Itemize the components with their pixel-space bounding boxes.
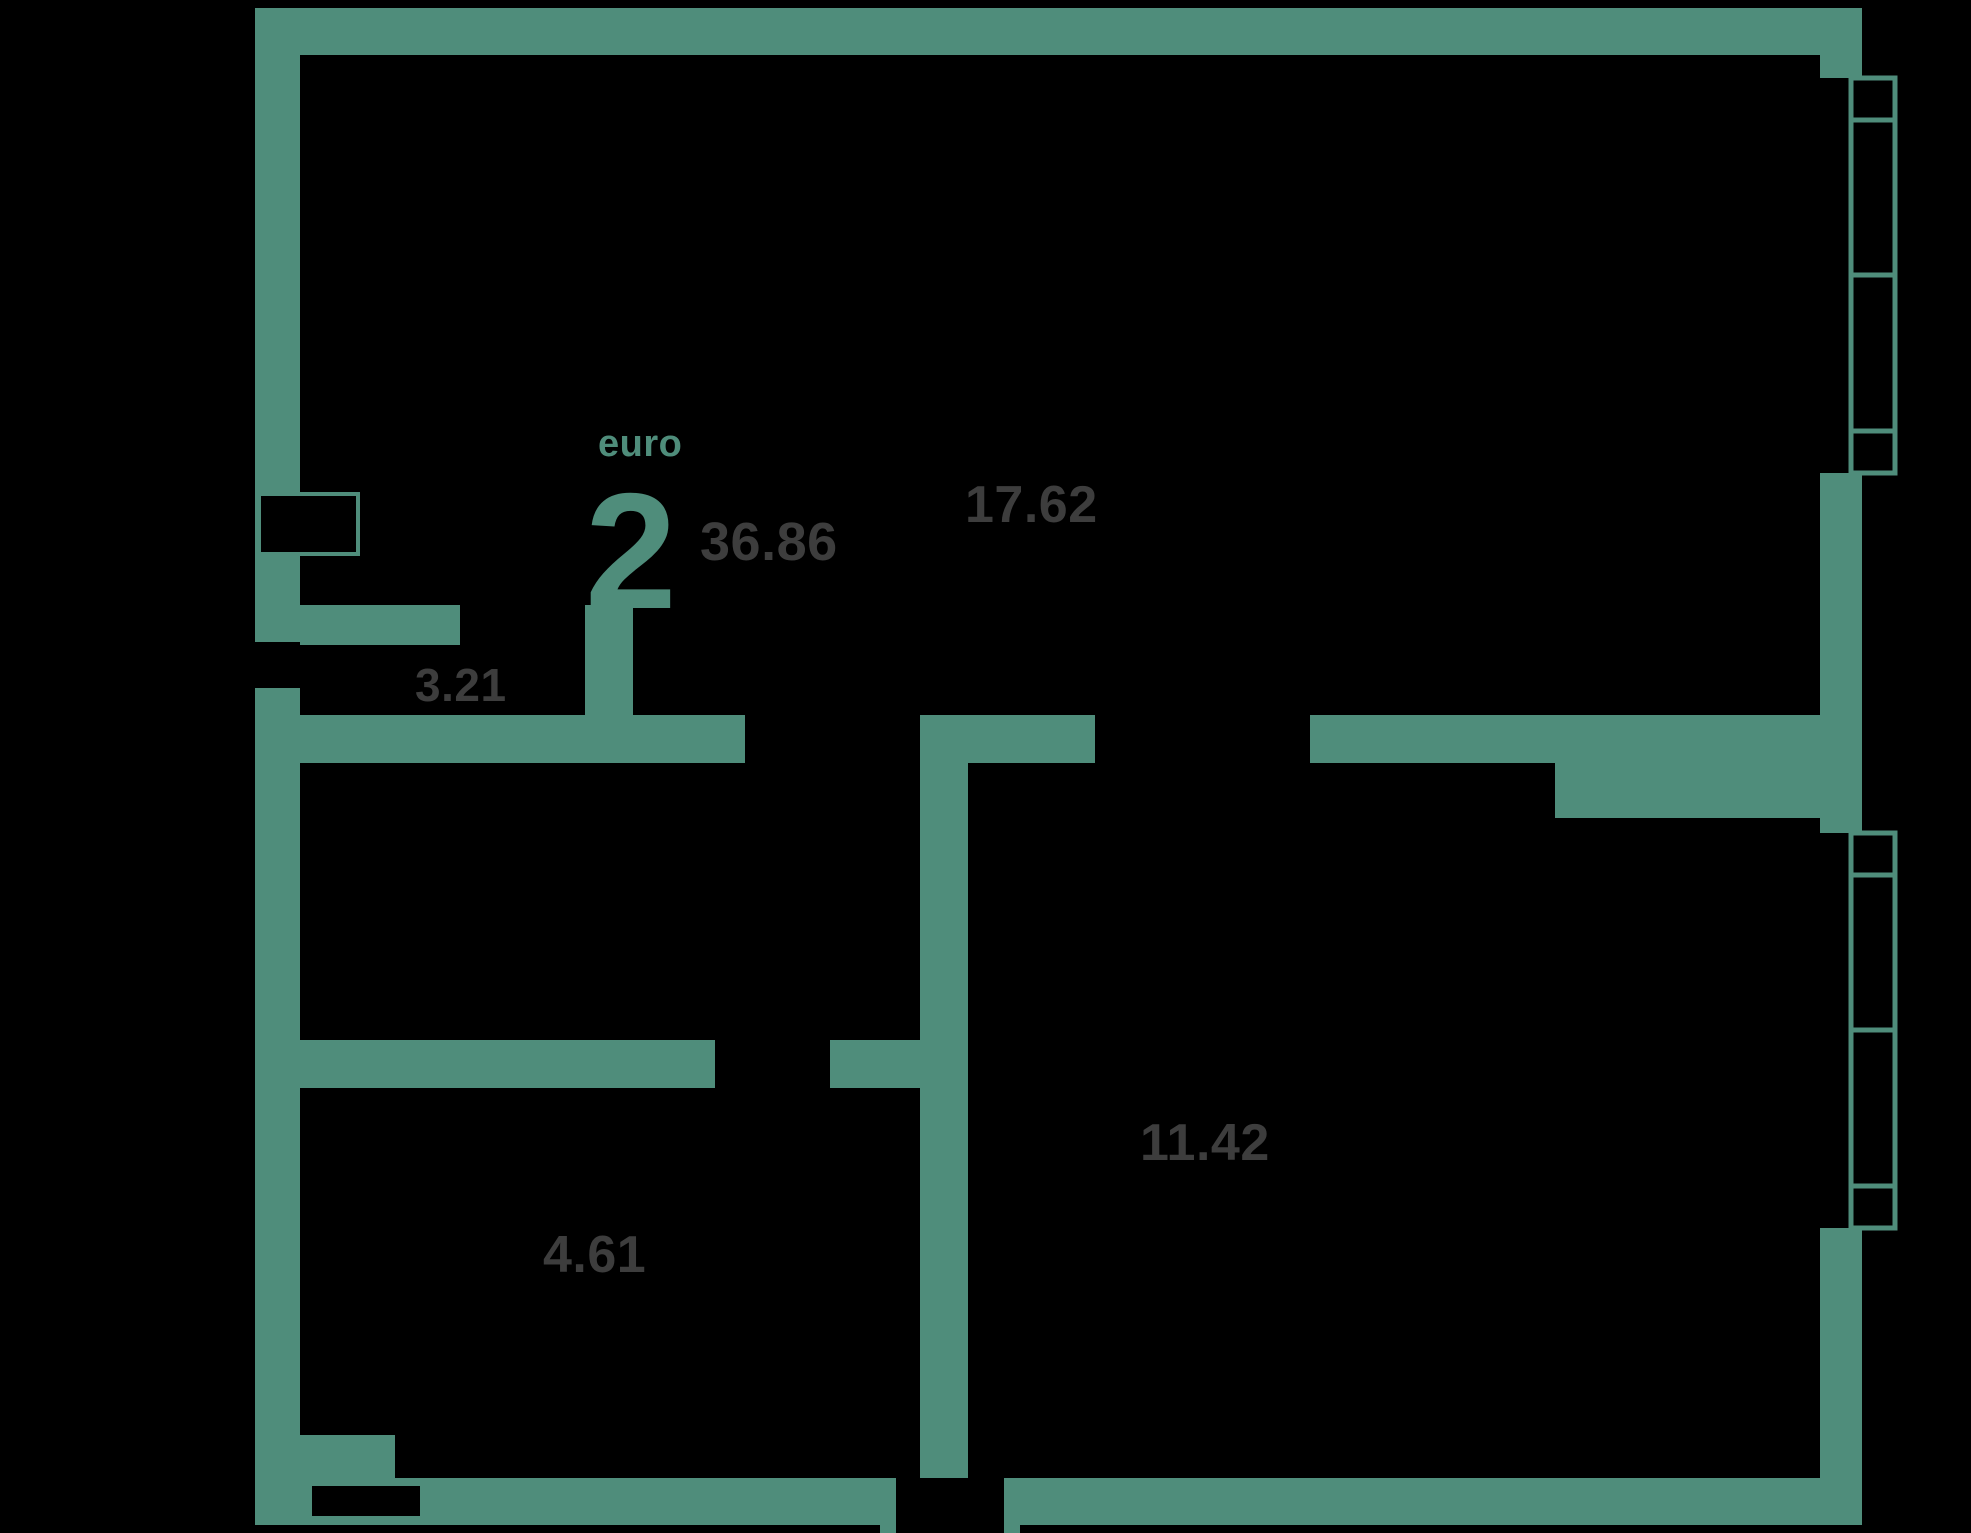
wall-outer-right-lower [1820,1228,1862,1525]
wall-bath-top-right [830,1040,920,1088]
entrance-jamb-right [1004,1478,1020,1533]
living-room-area-label: 17.62 [965,476,1098,534]
wall-outer-left [255,8,300,1525]
plan-title: euro 2 [585,423,682,643]
wall-outer-right-middle [1820,473,1862,833]
layout-type-label: euro [598,423,682,465]
window-bottom-right [1848,830,1898,1231]
duct-insets [257,492,424,1520]
area-labels: 36.86 17.62 3.21 4.61 11.42 [415,476,1270,1284]
left-wall-opening [255,642,300,688]
bedroom-area-label: 11.42 [1140,1114,1270,1172]
wall-interior-right [1310,715,1820,763]
wall-interior-left [300,715,745,763]
rooms-count-label: 2 [585,459,677,643]
wall-outer-top [255,8,1862,55]
windows [1848,75,1898,1231]
duct-lower-inset [308,1482,424,1520]
hallway-area-label: 3.21 [415,659,507,711]
wall-bath-top-left [300,1040,715,1088]
total-area-label: 36.86 [700,512,838,572]
bathroom-area-label: 4.61 [543,1226,646,1284]
wall-bedroom-top-thick [1555,763,1820,818]
window-top-right [1848,75,1898,476]
wall-hall-stub [300,605,460,645]
duct-upper-inset [257,492,360,556]
wall-interior-mid [920,715,1095,763]
wall-outer-bottom-right [1005,1478,1862,1525]
duct-block [300,1435,395,1478]
wall-outer-right-upper [1820,8,1862,78]
walls [255,8,1862,1533]
entrance-jamb-left [880,1478,896,1533]
wall-openings [255,642,300,688]
wall-bedroom-left [920,763,968,1478]
